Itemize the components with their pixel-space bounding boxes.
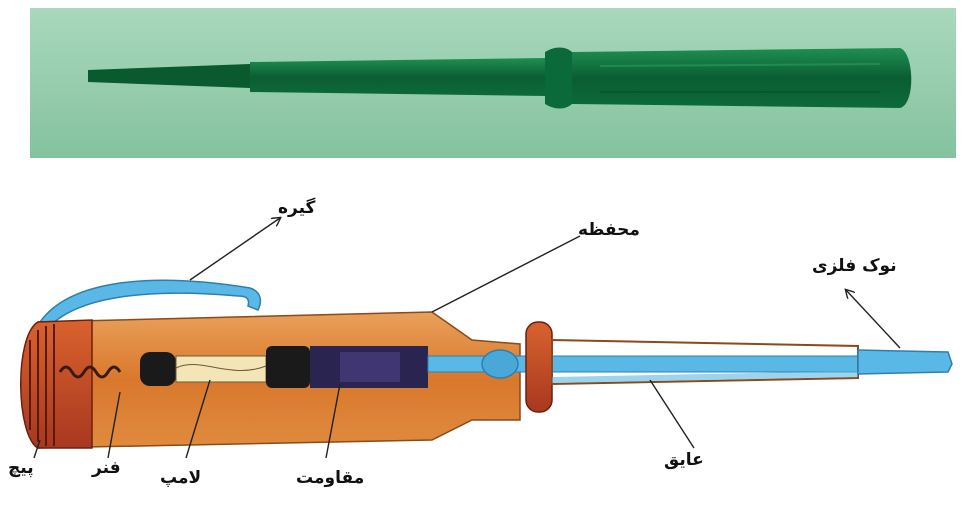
clip-label: گیره — [278, 200, 315, 217]
lamp-shape — [140, 352, 266, 386]
photo-handle — [572, 48, 911, 108]
housing-leader — [432, 236, 580, 312]
tip-leader — [846, 290, 900, 348]
screwdriver-photo — [30, 8, 956, 158]
photo-collar — [545, 48, 572, 109]
spring-label: فنر — [92, 460, 121, 477]
insulator-leader — [650, 380, 694, 448]
metal-tip-shape — [858, 350, 952, 374]
resistor-shape — [266, 346, 428, 388]
housing-label: محفظه — [578, 222, 640, 239]
clip-leader — [190, 218, 280, 280]
metal-tip-label: نوک فلزی — [812, 258, 897, 275]
insulator-label: عایق — [664, 452, 704, 469]
screw-cap-shape — [21, 320, 92, 448]
collar-shape — [526, 322, 552, 412]
screw-cap-label: پیچ — [8, 460, 34, 477]
tester-diagram — [21, 218, 952, 458]
lamp-label: لامپ — [160, 470, 201, 487]
photo-shaft — [250, 58, 545, 96]
resistor-label: مقاومت — [296, 470, 364, 487]
